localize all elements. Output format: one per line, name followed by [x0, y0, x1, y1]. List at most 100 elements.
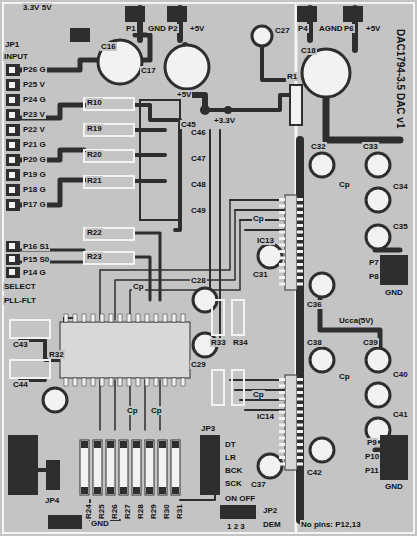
pcb-label: P7	[368, 258, 380, 267]
pcb-shape	[9, 142, 15, 148]
pcb-label: R25	[97, 503, 106, 520]
pcb-shape	[64, 378, 68, 386]
pcb-shape	[279, 250, 285, 253]
pcb-shape	[297, 231, 303, 234]
pcb-shape	[6, 184, 20, 196]
pcb-shape	[297, 430, 303, 433]
pcb-shape	[8, 435, 38, 495]
pcb-shape	[146, 487, 153, 494]
pcb-shape	[125, 6, 145, 22]
pcb-shape	[6, 64, 20, 76]
pcb-shape	[6, 139, 20, 151]
pcb-shape	[84, 176, 134, 188]
pcb-shape	[366, 153, 390, 177]
pcb-label: SELECT	[3, 282, 37, 291]
pcb-shape	[48, 515, 82, 529]
pcb-shape	[46, 460, 60, 490]
pcb-label: R10	[86, 98, 103, 107]
pcb-label: GND	[384, 288, 404, 297]
pcb-label: C29	[190, 360, 207, 369]
pcb-shape	[297, 211, 303, 214]
pcb-shape	[232, 370, 244, 405]
pcb-shape	[200, 105, 210, 115]
pcb-shape	[279, 424, 285, 427]
pcb-shape	[159, 487, 166, 494]
pcb-label: C18	[300, 46, 317, 55]
pcb-shape	[9, 256, 15, 262]
pcb-label: JP4	[44, 496, 60, 505]
pcb-shape	[230, 200, 285, 230]
pcb-shape	[297, 404, 303, 407]
pcb-shape	[279, 231, 285, 234]
pcb-shape	[279, 224, 285, 227]
pcb-shape	[297, 244, 303, 247]
pcb-shape	[6, 241, 20, 252]
pcb-shape	[120, 441, 127, 448]
pcb-shape	[380, 435, 408, 480]
pcb-shape	[297, 391, 303, 394]
pcb-label: R32	[48, 350, 65, 359]
pcb-shape	[297, 398, 303, 401]
pcb-shape	[100, 200, 240, 320]
pcb-label: Cp	[252, 214, 265, 223]
pcb-label: P10	[364, 452, 380, 461]
pcb-label: R24	[84, 503, 93, 520]
pcb-shape	[279, 263, 285, 266]
pcb-label: IC13	[256, 236, 275, 245]
pcb-shape	[94, 487, 101, 494]
pcb-shape	[279, 270, 285, 273]
pcb-label: C33	[362, 142, 379, 151]
pcb-label: Ucca(5V)	[338, 316, 374, 325]
pcb-label: P24 G	[22, 95, 47, 104]
pcb-shape	[297, 417, 303, 420]
pcb-shape	[9, 202, 15, 208]
pcb-shape	[297, 443, 303, 446]
pcb-shape	[171, 440, 180, 495]
pcb-label: JP3	[200, 424, 216, 433]
pcb-label: LR	[224, 453, 237, 462]
pcb-label: P22 V	[22, 125, 46, 134]
pcb-shape	[43, 388, 67, 412]
pcb-label: Cp	[338, 180, 351, 189]
pcb-label: R29	[149, 503, 158, 520]
pcb-shape	[279, 276, 285, 279]
pcb-shape	[279, 385, 285, 388]
pcb-label: P16 S1	[22, 242, 50, 251]
copper-traces	[20, 8, 400, 520]
pcb-shape	[145, 314, 149, 322]
pcb-label: C16	[100, 42, 117, 51]
pcb-label: C35	[392, 222, 409, 231]
pcb-shape	[106, 440, 115, 495]
pcb-shape	[93, 440, 102, 495]
pcb-label: P18 G	[22, 185, 47, 194]
pcb-label: P23 V	[22, 110, 46, 119]
pcb-label: P4	[297, 24, 309, 33]
pcb-label: P25 V	[22, 80, 46, 89]
pcb-shape	[310, 438, 334, 462]
pcb-label: C49	[190, 206, 207, 215]
pcb-shape	[154, 314, 158, 322]
pcb-shape	[119, 440, 128, 495]
pcb-label: P14 G	[22, 268, 47, 277]
pcb-shape	[366, 383, 390, 407]
pcb-shape	[84, 150, 134, 162]
pcb-label: C17	[140, 66, 157, 75]
pcb-shape	[159, 441, 166, 448]
pcb-shape	[6, 124, 20, 136]
pcb-shape	[100, 378, 104, 386]
pcb-shape	[297, 456, 303, 459]
pcb-shape	[285, 375, 297, 470]
pcb-shape	[279, 218, 285, 221]
pcb-shape	[172, 441, 179, 448]
pcb-shape	[297, 198, 303, 201]
pcb-shape	[136, 378, 140, 386]
pcb-label: P26 G	[22, 65, 47, 74]
pcb-label: P20 G	[22, 155, 47, 164]
pcb-shape	[297, 270, 303, 273]
pcb-shape	[279, 398, 285, 401]
pcb-shape	[297, 385, 303, 388]
pcb-shape	[232, 300, 244, 335]
pcb-shape	[10, 320, 50, 338]
pcb-label: Cp	[150, 406, 163, 415]
